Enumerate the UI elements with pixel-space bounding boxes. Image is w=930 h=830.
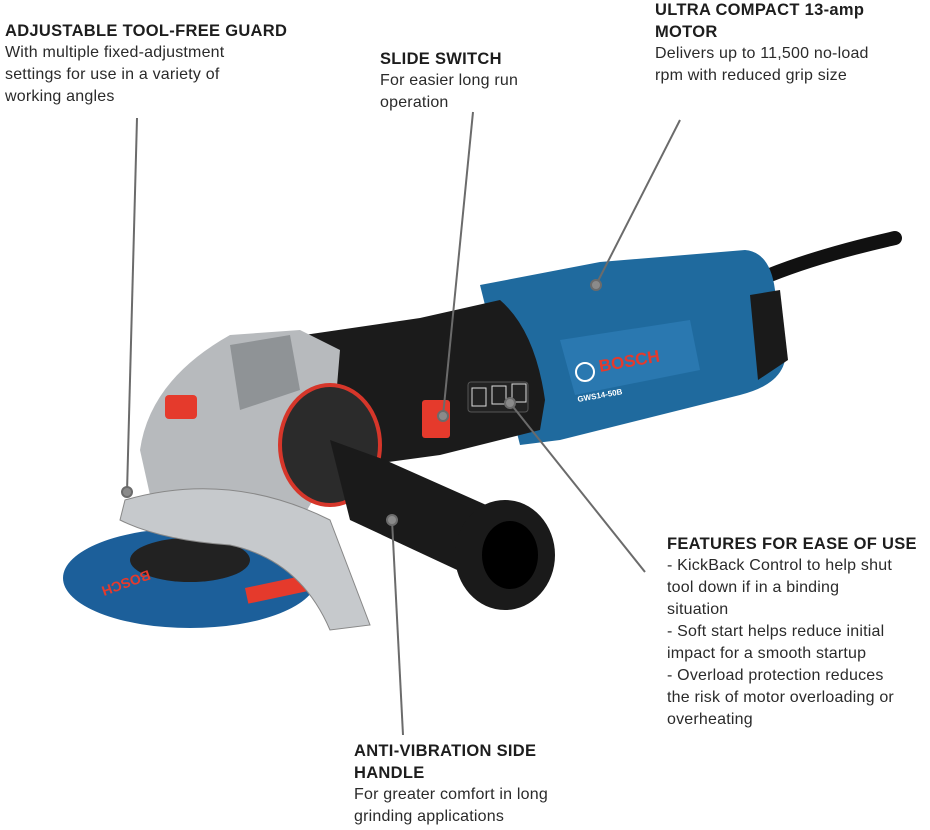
- callout-title: FEATURES FOR EASE OF USE: [667, 535, 917, 553]
- overload-icon: [511, 383, 527, 403]
- callout-line: rpm with reduced grip size: [655, 67, 847, 84]
- bosch-logo-icon: [575, 362, 595, 382]
- softstart-icon: [491, 385, 507, 405]
- callout-line: tool down if in a binding: [667, 579, 840, 596]
- callout-line: overheating: [667, 711, 753, 728]
- callout-line: impact for a smooth startup: [667, 645, 867, 662]
- callout-switch: SLIDE SWITCH For easier long run operati…: [380, 48, 518, 114]
- callout-line: With multiple fixed-adjustment: [5, 44, 225, 61]
- handle-end-hole: [482, 521, 538, 589]
- callout-motor: ULTRA COMPACT 13-amp MOTOR Delivers up t…: [655, 0, 869, 87]
- callout-line: For easier long run: [380, 72, 519, 89]
- callout-line: the risk of motor overloading or: [667, 689, 894, 706]
- callout-title: HANDLE: [354, 764, 425, 782]
- callout-title: ADJUSTABLE TOOL-FREE GUARD: [5, 22, 288, 40]
- motor-dot: [590, 279, 602, 291]
- callout-line: - Overload protection reduces: [667, 667, 884, 684]
- guard-dot: [121, 486, 133, 498]
- callout-line: settings for use in a variety of: [5, 66, 220, 83]
- handle-leader: [391, 519, 404, 736]
- callout-line: - Soft start helps reduce initial: [667, 623, 885, 640]
- handle-dot: [386, 514, 398, 526]
- motor-leader: [595, 119, 681, 286]
- callout-handle: ANTI-VIBRATION SIDE HANDLE For greater c…: [354, 740, 548, 828]
- callout-line: grinding applications: [354, 808, 505, 825]
- callout-title: ULTRA COMPACT 13-amp: [655, 1, 865, 19]
- callout-guard: ADJUSTABLE TOOL-FREE GUARD With multiple…: [5, 20, 287, 108]
- callout-title: SLIDE SWITCH: [380, 50, 502, 68]
- callout-line: operation: [380, 94, 449, 111]
- features-dot: [504, 397, 516, 409]
- kickback-icon: [471, 387, 487, 407]
- switch-leader: [442, 111, 474, 417]
- callout-title: ANTI-VIBRATION SIDE: [354, 742, 537, 760]
- leader-lines: [121, 111, 681, 736]
- guard-lever: [165, 395, 197, 419]
- callout-features: FEATURES FOR EASE OF USE - KickBack Cont…: [667, 533, 917, 731]
- callout-line: situation: [667, 601, 729, 618]
- callout-line: - KickBack Control to help shut: [667, 557, 892, 574]
- features-leader: [509, 402, 646, 573]
- callout-title: MOTOR: [655, 23, 718, 41]
- callout-line: For greater comfort in long: [354, 786, 548, 803]
- disc-hub: [130, 538, 250, 582]
- callout-line: working angles: [5, 88, 115, 105]
- guard-leader: [126, 117, 138, 493]
- rear-cap: [750, 290, 788, 380]
- head-vents: [230, 335, 300, 410]
- power-cord: [763, 231, 902, 282]
- callout-line: Delivers up to 11,500 no-load: [655, 45, 869, 62]
- switch-dot: [437, 410, 449, 422]
- brand-panel: [560, 320, 700, 395]
- wheel-guard: [119, 488, 371, 631]
